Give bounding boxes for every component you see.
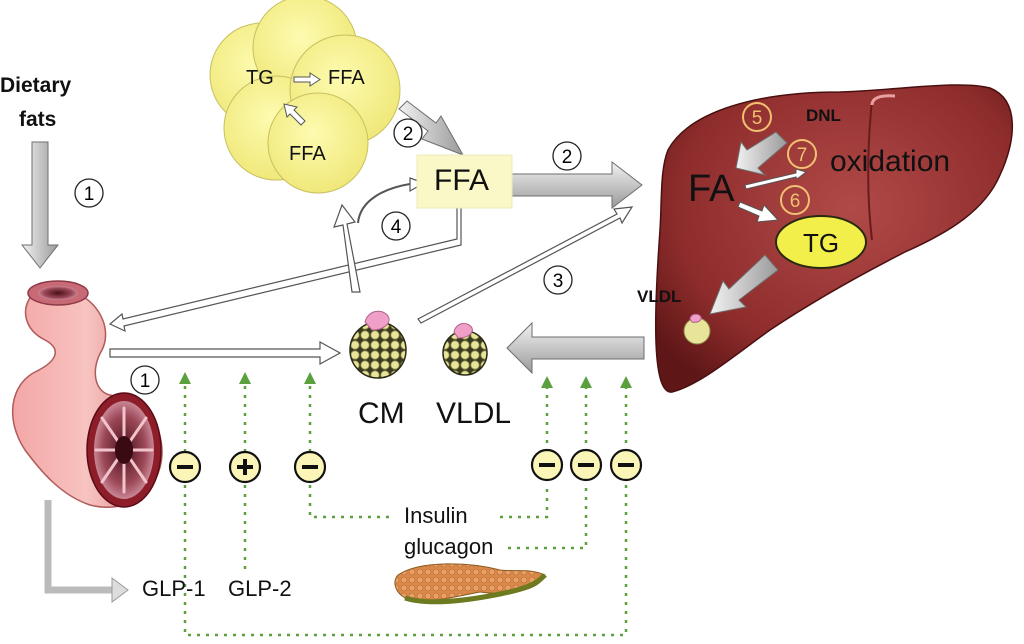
- liver-vldl-label: VLDL: [637, 287, 682, 306]
- cm-to-ffa-arrow: [333, 203, 361, 293]
- step-2-liver: 2: [552, 141, 582, 171]
- fa-to-tg-arrow: [737, 201, 780, 223]
- regulation-signs: [168, 448, 643, 484]
- dnl-to-fa-arrow: [735, 131, 788, 176]
- step-4: 4: [381, 211, 411, 241]
- adipose-ffa-right-label: FFA: [328, 67, 365, 89]
- step-1-dietary: 1: [74, 178, 104, 208]
- svg-text:2: 2: [403, 124, 414, 145]
- adipose-to-ffa-arrow: [398, 100, 465, 156]
- fa-to-oxidation-arrow: [744, 168, 808, 190]
- cm-to-liver-arrow: [417, 206, 634, 324]
- pancreas: [394, 563, 547, 605]
- oxidation-label: oxidation: [830, 145, 951, 178]
- step-2-adipose: 2: [393, 118, 423, 148]
- svg-text:3: 3: [553, 271, 564, 292]
- step-circles: 1 1 2 2 3 4: [74, 118, 582, 395]
- svg-text:1: 1: [84, 184, 95, 205]
- sign-plus: [228, 450, 262, 484]
- liver-fa-label: FA: [688, 168, 735, 210]
- ffa-to-liver-arrow: [511, 160, 643, 210]
- tg-to-vldl-arrow: [709, 254, 779, 315]
- step-5: 5: [742, 102, 772, 132]
- cm-label: CM: [358, 397, 405, 430]
- svg-text:6: 6: [790, 191, 801, 212]
- sign-minus-4: [569, 448, 603, 482]
- insulin-label: Insulin: [404, 503, 468, 528]
- sign-minus-3: [530, 448, 564, 482]
- glp2-label: GLP-2: [228, 576, 292, 601]
- svg-text:4: 4: [391, 217, 402, 238]
- adipose-ffa-bottom-label: FFA: [289, 143, 326, 165]
- dietary-fats-arrow: [20, 141, 60, 269]
- step-3: 3: [543, 265, 573, 295]
- gut-to-glp-arrow: [44, 500, 112, 594]
- cm-particle: [349, 310, 407, 379]
- ffa-recycle-curve: [357, 183, 411, 224]
- liver-step-circles: 5 6 7: [742, 102, 817, 215]
- step-7: 7: [787, 139, 817, 169]
- vldl-label: VLDL: [436, 397, 512, 430]
- vldl-particle: [442, 323, 488, 376]
- liver-tg-ellipse: [775, 215, 867, 269]
- ffa-box: [416, 154, 513, 209]
- liver-tg-label: TG: [803, 228, 840, 258]
- intestine: [11, 280, 163, 508]
- adipose-arrow-right: [293, 72, 321, 87]
- ffa-to-gut-arrow: [108, 197, 462, 333]
- adipose-tg-label: TG: [246, 67, 274, 89]
- glucagon-label: glucagon: [404, 534, 494, 559]
- dietary-fats-label-line1: Dietary: [0, 74, 72, 97]
- glp1-label: GLP-1: [142, 576, 206, 601]
- regulation-lines: [183, 380, 628, 637]
- adipose-arrow-up: [283, 103, 306, 126]
- svg-text:1: 1: [140, 371, 151, 392]
- liver-vldl-particle: [683, 313, 711, 345]
- sign-minus-5: [609, 448, 643, 482]
- gut-to-cm-arrow: [109, 340, 342, 366]
- ffa-box-label: FFA: [434, 164, 490, 197]
- svg-text:7: 7: [797, 145, 808, 166]
- step-1-gut: 1: [130, 365, 160, 395]
- svg-text:5: 5: [752, 108, 763, 129]
- liver-to-vldl-arrow: [506, 321, 645, 375]
- step-6: 6: [780, 185, 810, 215]
- dietary-fats-label-line2: fats: [19, 108, 57, 131]
- regulation-arrowheads: [179, 372, 632, 388]
- gut-to-glp-arrowhead: [111, 577, 129, 603]
- svg-text:2: 2: [562, 147, 573, 168]
- adipose-tissue: [209, 0, 401, 194]
- dnl-label: DNL: [806, 106, 841, 125]
- sign-minus-1: [168, 450, 202, 484]
- sign-minus-2: [293, 450, 327, 484]
